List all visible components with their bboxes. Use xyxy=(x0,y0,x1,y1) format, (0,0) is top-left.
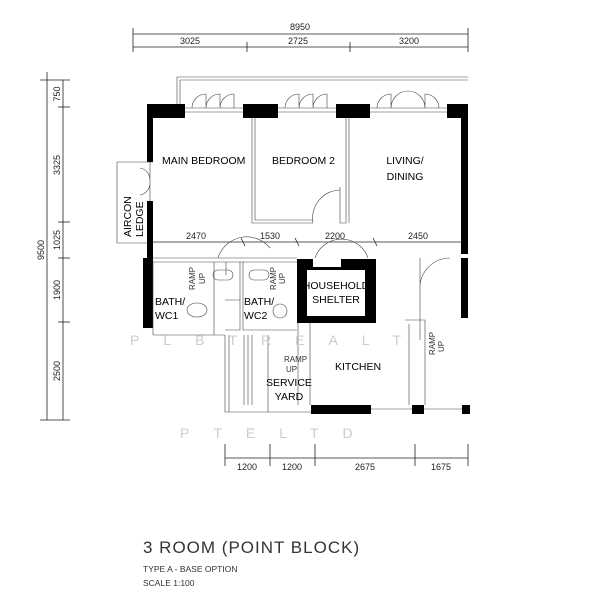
label-yard: YARD xyxy=(275,391,304,403)
watermark-2: PTELTD xyxy=(180,425,377,441)
label-service: SERVICE xyxy=(266,377,312,389)
label-ramp-2: RAMP xyxy=(269,267,278,290)
dim-top-1: 3025 xyxy=(180,36,200,46)
label-bedroom-2: BEDROOM 2 xyxy=(272,155,335,167)
label-bath1: BATH/ xyxy=(155,296,185,308)
plan-title: 3 ROOM (POINT BLOCK) xyxy=(143,538,361,557)
dim-top-2: 2725 xyxy=(288,36,308,46)
windows xyxy=(185,90,447,113)
label-aircon: AIRCON xyxy=(122,196,134,237)
label-up-2: UP xyxy=(278,273,287,284)
label-ramp-4: RAMP xyxy=(428,332,437,355)
aircon-ledge xyxy=(116,161,153,244)
label-ramp-1: RAMP xyxy=(188,267,197,290)
dim-inner-3: 2200 xyxy=(325,231,345,241)
label-bath2: BATH/ xyxy=(244,296,274,308)
dim-inner-1: 2470 xyxy=(186,231,206,241)
dim-inner-4: 2450 xyxy=(408,231,428,241)
dim-bottom-4: 1675 xyxy=(431,462,451,472)
dim-left-1: 750 xyxy=(52,86,62,101)
label-up-3: UP xyxy=(286,365,297,374)
top-dimensions: 8950 3025 2725 3200 xyxy=(132,22,469,52)
dim-left-2: 3325 xyxy=(52,155,62,175)
label-shelter: SHELTER xyxy=(312,294,360,306)
dim-bottom-1: 1200 xyxy=(237,462,257,472)
dim-bottom-2: 1200 xyxy=(282,462,302,472)
dim-left-4: 1900 xyxy=(52,280,62,300)
label-household: HOUSEHOLD xyxy=(303,280,370,292)
label-ramp-3: RAMP xyxy=(284,355,307,364)
balcony-rail xyxy=(176,76,468,104)
label-main-bedroom: MAIN BEDROOM xyxy=(162,155,245,167)
bottom-dimensions: 1200 1200 2675 1675 xyxy=(224,444,469,472)
dim-inner-2: 1530 xyxy=(260,231,280,241)
plan-type: TYPE A - BASE OPTION xyxy=(143,564,238,574)
inner-dimensions: 2470 1530 2200 2450 xyxy=(153,231,462,247)
walls xyxy=(143,104,470,414)
label-ledge: LEDGE xyxy=(134,201,146,237)
label-up-4: UP xyxy=(437,341,446,352)
room-labels: MAIN BEDROOM BEDROOM 2 LIVING/ DINING AI… xyxy=(122,155,446,403)
label-kitchen: KITCHEN xyxy=(335,361,381,373)
partitions xyxy=(152,118,462,413)
dim-left-5: 2500 xyxy=(52,361,62,381)
left-dimensions: 9500 750 3325 1025 1900 2500 xyxy=(36,72,70,421)
label-living: LIVING/ xyxy=(386,155,423,167)
dim-top-3: 3200 xyxy=(399,36,419,46)
label-wc1: WC1 xyxy=(155,310,178,322)
label-wc2: WC2 xyxy=(244,310,267,322)
dim-left-3: 1025 xyxy=(52,230,62,250)
watermark: PLBTREALT xyxy=(130,332,425,348)
fixtures xyxy=(186,269,288,319)
dim-overall-height: 9500 xyxy=(36,240,46,260)
plan-scale: SCALE 1:100 xyxy=(143,578,195,588)
dim-overall-width: 8950 xyxy=(290,22,310,32)
label-up-1: UP xyxy=(198,273,207,284)
label-dining: DINING xyxy=(387,171,424,183)
dim-bottom-3: 2675 xyxy=(355,462,375,472)
